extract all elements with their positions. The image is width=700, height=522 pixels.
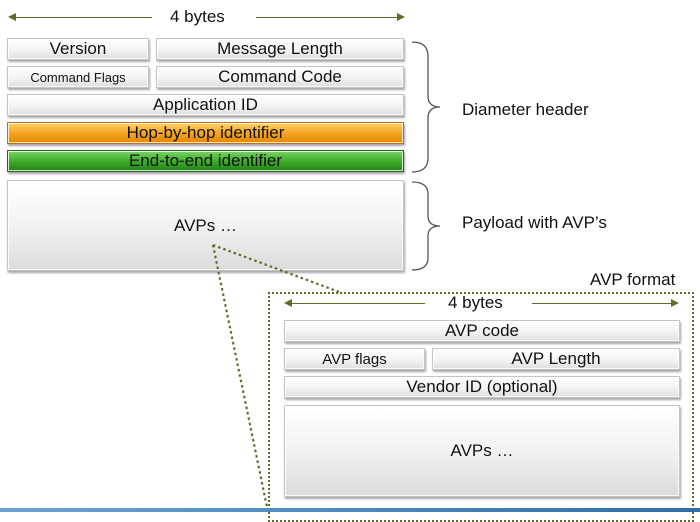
avp-length-field: AVP Length <box>432 348 680 370</box>
end-to-end-identifier-field: End-to-end identifier <box>7 150 404 172</box>
avp-data-field: AVPs … <box>284 405 680 497</box>
avp-format-title: AVP format <box>590 270 676 289</box>
message-length-field: Message Length <box>156 38 404 60</box>
payload-label: Payload with AVP’s <box>462 213 607 232</box>
avp-code-field: AVP code <box>284 320 680 342</box>
command-code-field: Command Code <box>156 66 404 88</box>
bottom-accent-bar <box>0 508 700 512</box>
diameter-header-brace <box>411 41 441 173</box>
header-width-label: 4 bytes <box>170 7 225 26</box>
avp-width-label: 4 bytes <box>448 293 503 312</box>
diameter-header-label: Diameter header <box>462 100 589 119</box>
vendor-id-field: Vendor ID (optional) <box>284 376 680 398</box>
payload-brace <box>411 181 441 271</box>
application-id-field: Application ID <box>7 94 404 116</box>
avps-payload-field: AVPs … <box>7 180 404 271</box>
command-flags-field: Command Flags <box>7 66 149 88</box>
version-field: Version <box>7 38 149 60</box>
avp-flags-field: AVP flags <box>284 348 425 370</box>
hop-by-hop-identifier-field: Hop-by-hop identifier <box>7 122 404 144</box>
